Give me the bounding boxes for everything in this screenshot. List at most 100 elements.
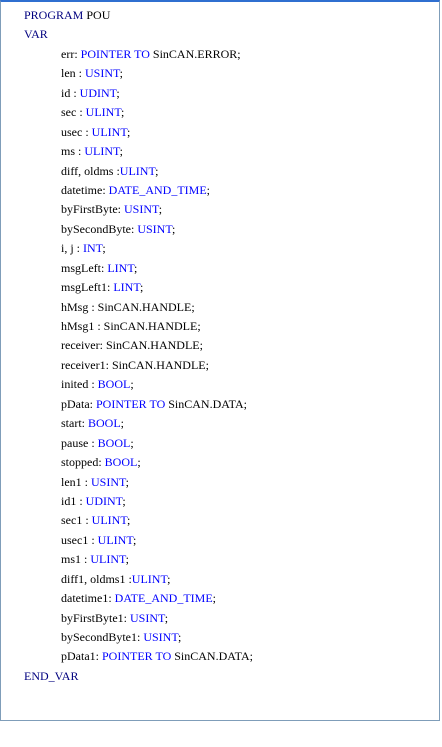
declaration-name: usec1 : — [61, 532, 98, 547]
declaration-name: datetime: — [61, 182, 109, 197]
declaration-name: receiver: SinCAN.HANDLE; — [61, 338, 203, 353]
declaration-line: usec1 : ULINT; — [1, 531, 439, 550]
declaration-name: len : — [61, 66, 85, 81]
declaration-line: inited : BOOL; — [1, 375, 439, 394]
declaration-line: ms : ULINT; — [1, 142, 439, 161]
declaration-name: sec : — [61, 105, 86, 120]
declaration-name: sec1 : — [61, 513, 92, 528]
declaration-name: ms : — [61, 144, 85, 159]
declaration-suffix: ; — [178, 630, 182, 644]
program-name: POU — [83, 8, 111, 22]
end-var-keyword: END_VAR — [24, 668, 79, 683]
declaration-suffix: ; — [126, 513, 131, 528]
declaration-type: ULINT — [91, 124, 127, 139]
declaration-suffix: ; — [130, 377, 134, 392]
declaration-suffix: SinCAN.DATA; — [171, 649, 253, 664]
declaration-type: BOOL — [97, 435, 131, 450]
declaration-line: bySecondByte1: USINT; — [1, 628, 439, 647]
declaration-name: diff, oldms : — [61, 163, 120, 178]
code-area[interactable]: PROGRAM POU VAR err: POINTER TO SinCAN.E… — [1, 6, 439, 686]
declaration-line: len : USINT; — [1, 64, 439, 83]
declaration-line: pData: POINTER TO SinCAN.DATA; — [1, 395, 439, 414]
declaration-name: usec : — [61, 124, 92, 139]
declaration-line: id1 : UDINT; — [1, 492, 439, 511]
declaration-name: hMsg1 : SinCAN.HANDLE; — [61, 319, 201, 333]
declaration-suffix: ; — [130, 435, 134, 450]
declaration-suffix: ; — [132, 532, 137, 547]
declaration-line: len1 : USINT; — [1, 473, 439, 492]
declaration-name: bySecondByte: — [61, 221, 138, 236]
declaration-type: USINT — [137, 221, 172, 236]
declaration-suffix: SinCAN.DATA; — [165, 396, 247, 411]
declaration-list: err: POINTER TO SinCAN.ERROR;len : USINT… — [1, 45, 439, 667]
declaration-name: id1 : — [61, 493, 86, 508]
declaration-name: hMsg : SinCAN.HANDLE; — [61, 299, 195, 314]
declaration-name: byFirstByte: — [61, 202, 125, 217]
declaration-suffix: ; — [125, 552, 130, 567]
program-line: PROGRAM POU — [1, 6, 439, 25]
end-var-line: END_VAR — [1, 667, 439, 686]
declaration-type: USINT — [85, 66, 120, 81]
declaration-line: err: POINTER TO SinCAN.ERROR; — [1, 45, 439, 64]
declaration-type: DATE_AND_TIME — [114, 591, 213, 606]
declaration-suffix: ; — [102, 241, 106, 256]
program-keyword: PROGRAM — [24, 8, 84, 22]
declaration-name: bySecondByte1: — [61, 630, 144, 644]
declaration-type: USINT — [124, 202, 159, 217]
declaration-type: INT — [83, 241, 103, 256]
declaration-suffix: ; — [167, 571, 171, 586]
declaration-line: msgLeft1: LINT; — [1, 278, 439, 297]
declaration-name: byFirstByte1: — [61, 610, 131, 625]
declaration-type: BOOL — [88, 416, 121, 431]
declaration-type: BOOL — [97, 377, 131, 392]
declaration-suffix: ; — [158, 202, 163, 217]
declaration-name: pData: — [61, 396, 96, 411]
code-editor[interactable]: PROGRAM POU VAR err: POINTER TO SinCAN.E… — [0, 0, 440, 721]
declaration-type: ULINT — [131, 571, 168, 586]
declaration-type: USINT — [143, 630, 178, 644]
declaration-name: inited : — [61, 377, 98, 392]
declaration-line: id : UDINT; — [1, 84, 439, 103]
declaration-line: sec1 : ULINT; — [1, 511, 439, 530]
declaration-type: ULINT — [91, 513, 127, 528]
declaration-type: POINTER TO — [80, 46, 150, 61]
declaration-name: datetime1: — [61, 591, 115, 606]
declaration-suffix: ; — [206, 182, 210, 197]
declaration-type: LINT — [107, 260, 134, 275]
declaration-line: usec : ULINT; — [1, 123, 439, 142]
declaration-name: pData1: — [61, 649, 102, 664]
declaration-line: diff, oldms :ULINT; — [1, 162, 439, 181]
declaration-type: POINTER TO — [96, 396, 166, 411]
declaration-name: diff1, oldms1 : — [61, 571, 132, 586]
declaration-line: datetime: DATE_AND_TIME; — [1, 181, 439, 200]
declaration-suffix: ; — [155, 163, 159, 178]
declaration-line: pData1: POINTER TO SinCAN.DATA; — [1, 647, 439, 666]
declaration-name: start: — [61, 416, 88, 431]
declaration-type: ULINT — [84, 144, 120, 159]
declaration-line: stopped: BOOL; — [1, 453, 439, 472]
declaration-line: byFirstByte1: USINT; — [1, 609, 439, 628]
declaration-suffix: ; — [119, 66, 124, 81]
declaration-type: USINT — [91, 474, 126, 489]
declaration-type: UDINT — [79, 85, 117, 100]
declaration-name: i, j : — [61, 241, 84, 256]
declaration-line: datetime1: DATE_AND_TIME; — [1, 589, 439, 608]
declaration-name: receiver1: SinCAN.HANDLE; — [61, 357, 209, 372]
declaration-line: diff1, oldms1 :ULINT; — [1, 570, 439, 589]
declaration-line: pause : BOOL; — [1, 434, 439, 453]
declaration-line: start: BOOL; — [1, 414, 439, 433]
declaration-name: msgLeft1: — [61, 280, 114, 295]
declaration-suffix: ; — [164, 610, 169, 625]
declaration-suffix: ; — [126, 124, 131, 139]
declaration-line: ms1 : ULINT; — [1, 550, 439, 569]
declaration-suffix: ; — [134, 260, 138, 275]
declaration-suffix: ; — [212, 591, 216, 606]
declaration-type: BOOL — [104, 455, 138, 470]
declaration-type: ULINT — [90, 552, 126, 567]
declaration-name: pause : — [61, 435, 98, 450]
declaration-line: bySecondByte: USINT; — [1, 220, 439, 239]
declaration-suffix: ; — [116, 85, 120, 100]
declaration-line: byFirstByte: USINT; — [1, 200, 439, 219]
declaration-type: USINT — [130, 610, 165, 625]
declaration-name: ms1 : — [61, 552, 91, 567]
